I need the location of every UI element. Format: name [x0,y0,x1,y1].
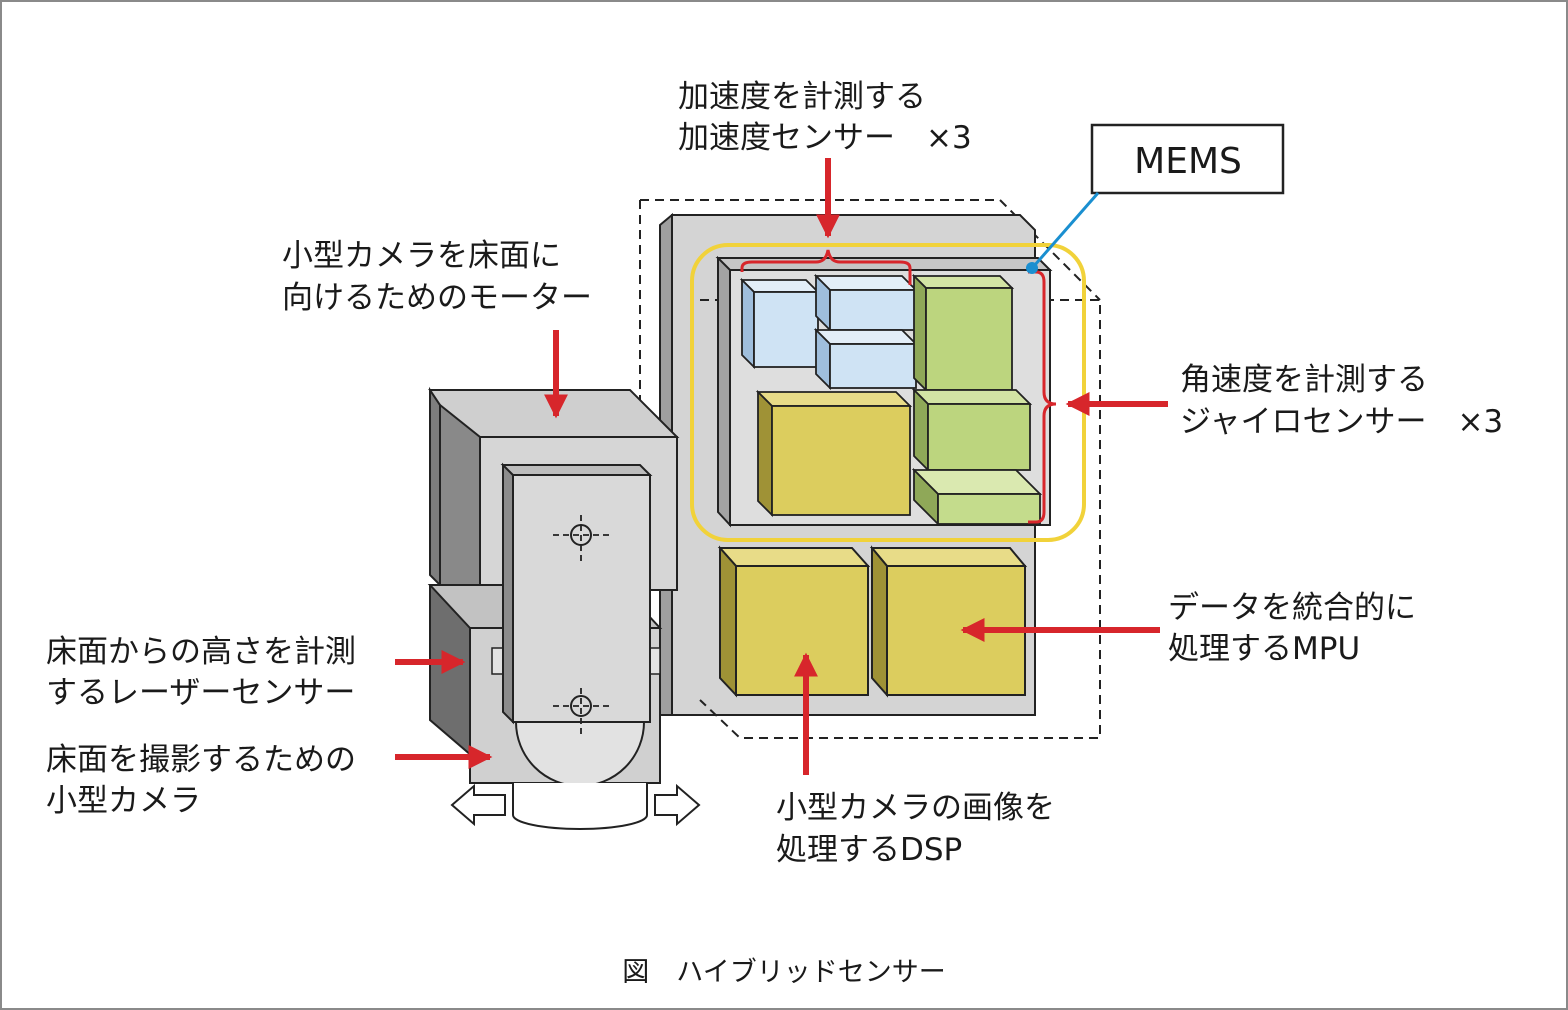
accel-brace [740,249,912,285]
gyro-brace [1028,270,1057,524]
laser-label-line1: 床面からの高さを計測 [46,634,356,670]
mems-pointer-dot [1026,262,1038,274]
gyro-label-line2: ジャイロセンサー ×3 [1180,404,1503,440]
accel-sensor [739,277,821,370]
mpu-chip [869,545,1028,698]
gyro-sensor [911,467,1043,527]
laser-label-line2: するレーザーセンサー [46,675,355,711]
mount-hole-upper [553,515,609,562]
gyro-label-line1: 角速度を計測する [1180,362,1428,398]
mems-callout-box [1090,123,1285,195]
motor-block-side [439,402,481,592]
camera-label-line1: 床面を撮影するための [46,742,356,778]
camera-cylinder [512,783,648,830]
sensor-board [639,199,1101,739]
rotate-right-arrow-icon [654,783,701,827]
dsp-label-line1: 小型カメラの画像を [776,790,1055,826]
camera-label-line2: 小型カメラ [46,783,201,819]
dsp-label-line2: 処理するDSP [776,832,962,868]
mems-pointer [1032,192,1100,267]
motor-label-line1: 小型カメラを床面に [282,238,561,274]
board-dashed-outline [640,199,1101,301]
gyro-sensor [911,273,1015,393]
mems-chip [755,389,913,518]
figure-caption: 図 ハイブリッドセンサー [622,957,945,988]
mpu-label-line1: データを統合的に [1168,590,1416,626]
mpu-label-line2: 処理するMPU [1168,631,1360,667]
camera-assembly [427,386,701,830]
rotate-left-arrow-icon [450,783,506,827]
accel-label-line2: 加速度センサー ×3 [678,120,972,156]
accel-sensor [813,273,919,333]
gyro-sensor [911,387,1033,473]
accel-sensor [813,327,919,391]
mount-hole-lower [553,688,609,738]
accel-label-line1: 加速度を計測する [678,79,926,115]
mems-label: MEMS [1134,141,1242,182]
dsp-chip [717,545,871,698]
motor-label-line2: 向けるためのモーター [282,280,592,316]
camera-plate [512,474,651,723]
